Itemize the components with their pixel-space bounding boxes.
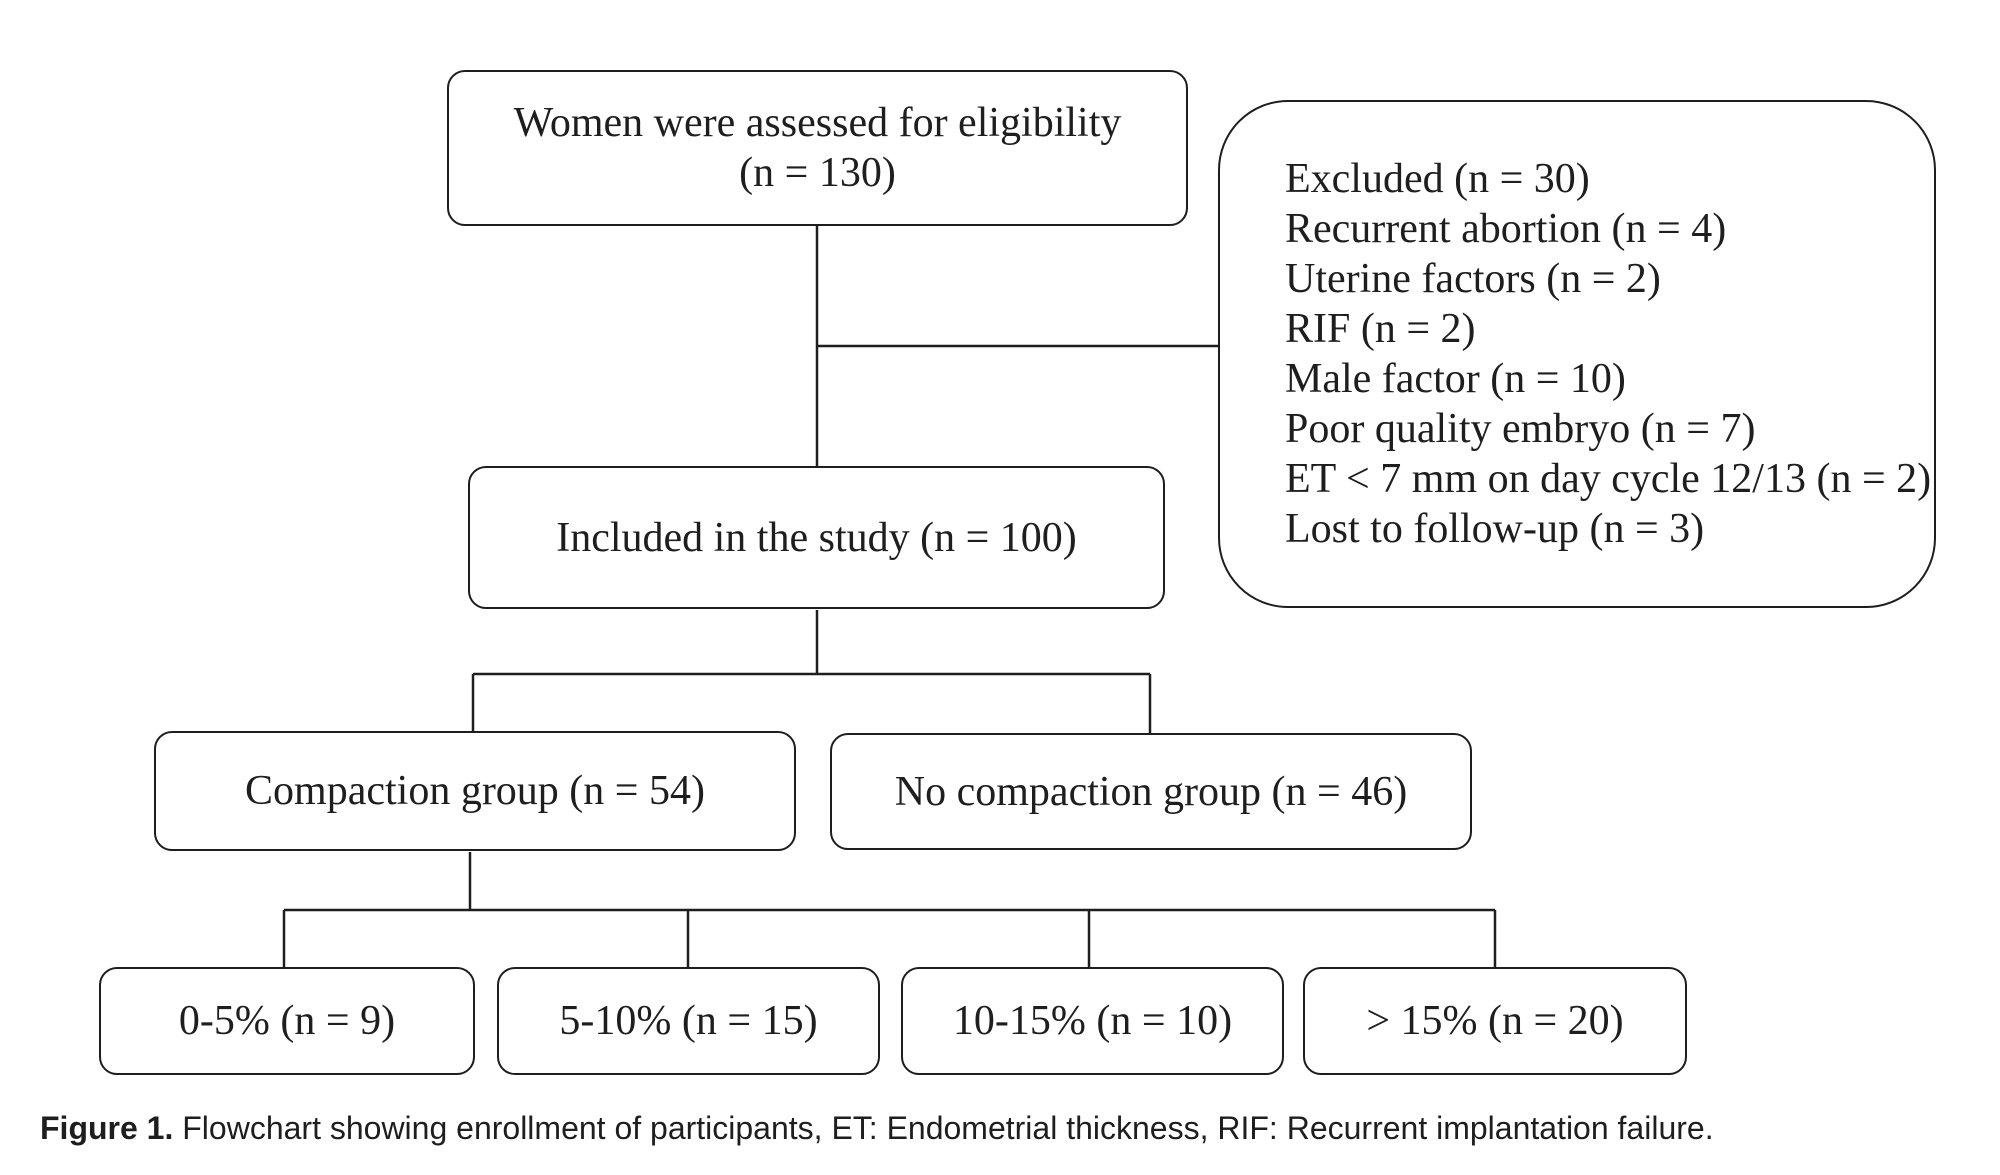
excluded-total: Excluded (n = 30) — [1285, 156, 1590, 202]
excluded-recurrent-abortion: Recurrent abortion (n = 4) — [1285, 206, 1727, 252]
assessed-eligibility-box: Women were assessed for eligibility (n =… — [447, 70, 1188, 226]
range-0-5-box: 0-5% (n = 9) — [99, 967, 475, 1075]
excluded-male-factor: Male factor (n = 10) — [1285, 356, 1626, 402]
excluded-box: Excluded (n = 30) Recurrent abortion (n … — [1218, 100, 1936, 608]
range-5-10-box: 5-10% (n = 15) — [497, 967, 880, 1075]
excluded-lost-to-follow-up: Lost to follow-up (n = 3) — [1285, 506, 1705, 552]
range-gt-15-box: > 15% (n = 20) — [1303, 967, 1687, 1075]
no-compaction-group-box: No compaction group (n = 46) — [830, 733, 1472, 850]
assessed-eligibility-count: (n = 130) — [739, 150, 896, 196]
included-label: Included in the study (n = 100) — [556, 514, 1077, 561]
figure-caption-text: Flowchart showing enrollment of particip… — [173, 1110, 1714, 1146]
excluded-rif: RIF (n = 2) — [1285, 306, 1476, 352]
excluded-uterine-factors: Uterine factors (n = 2) — [1285, 256, 1661, 302]
excluded-poor-quality-embryo: Poor quality embryo (n = 7) — [1285, 406, 1756, 452]
compaction-group-box: Compaction group (n = 54) — [154, 731, 796, 851]
range-10-15-label: 10-15% (n = 10) — [952, 998, 1233, 1044]
figure-caption: Figure 1. Flowchart showing enrollment o… — [40, 1108, 1714, 1148]
no-compaction-group-label: No compaction group (n = 46) — [894, 768, 1408, 815]
range-gt-15-label: > 15% (n = 20) — [1366, 998, 1624, 1044]
range-5-10-label: 5-10% (n = 15) — [559, 998, 818, 1044]
compaction-group-label: Compaction group (n = 54) — [245, 768, 705, 814]
excluded-endometrial-thickness: ET < 7 mm on day cycle 12/13 (n = 2) — [1285, 456, 1932, 502]
included-box: Included in the study (n = 100) — [468, 466, 1165, 609]
figure-caption-label: Figure 1. — [40, 1110, 174, 1146]
assessed-eligibility-label: Women were assessed for eligibility — [513, 100, 1122, 146]
range-10-15-box: 10-15% (n = 10) — [901, 967, 1284, 1075]
range-0-5-label: 0-5% (n = 9) — [178, 998, 396, 1044]
